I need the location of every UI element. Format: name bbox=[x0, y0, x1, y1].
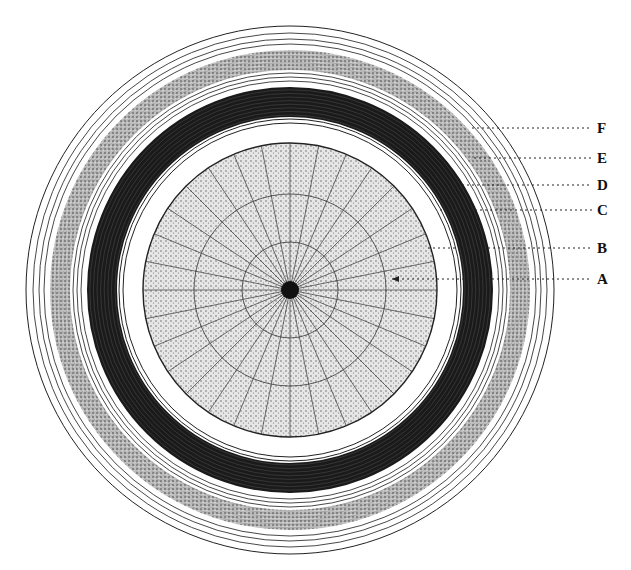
radial-line bbox=[290, 290, 394, 394]
radial-line bbox=[290, 290, 291, 437]
callout-letter: D bbox=[596, 178, 609, 193]
outer-ring bbox=[26, 26, 554, 554]
band-line bbox=[115, 115, 465, 465]
band-line bbox=[111, 111, 468, 468]
inner-sphere bbox=[143, 143, 437, 437]
leader-line bbox=[474, 158, 592, 159]
radial-line bbox=[290, 168, 372, 290]
radial-line bbox=[290, 261, 434, 290]
band-line bbox=[101, 101, 480, 480]
band-line bbox=[62, 62, 518, 518]
grey-band bbox=[60, 60, 520, 520]
radial-line bbox=[290, 234, 426, 290]
callout-letter: F bbox=[596, 121, 607, 136]
band-line bbox=[93, 93, 486, 486]
thin-ring bbox=[119, 119, 461, 461]
radial-line bbox=[290, 290, 412, 372]
radial-line bbox=[208, 290, 290, 412]
leader-line bbox=[462, 185, 592, 186]
thin-ring bbox=[39, 39, 541, 541]
radial-line bbox=[234, 154, 290, 290]
sphere-body bbox=[143, 143, 437, 437]
band-line bbox=[108, 108, 472, 472]
thin-ring bbox=[81, 81, 499, 499]
callout-letter: E bbox=[596, 151, 608, 166]
thin-ring bbox=[33, 33, 547, 547]
band-line bbox=[55, 55, 524, 524]
band-line bbox=[66, 66, 515, 515]
radial-line bbox=[186, 186, 290, 290]
band-line bbox=[69, 69, 511, 511]
leader-arrow bbox=[392, 276, 399, 282]
radial-line bbox=[290, 290, 346, 426]
leader-lines bbox=[392, 128, 592, 282]
callout-letter: C bbox=[596, 203, 609, 218]
leader-line bbox=[472, 128, 592, 129]
band-line bbox=[104, 104, 476, 476]
leader-line bbox=[440, 210, 592, 211]
thin-ring bbox=[44, 44, 536, 536]
radial-line bbox=[290, 154, 346, 290]
radial-line bbox=[154, 290, 290, 346]
core-dot bbox=[281, 281, 299, 299]
thin-ring bbox=[123, 123, 457, 457]
dark-band bbox=[102, 102, 478, 478]
band-line bbox=[52, 52, 528, 528]
radial-line bbox=[261, 146, 290, 290]
concentric-rings bbox=[26, 26, 554, 554]
radial-line bbox=[143, 290, 290, 291]
radial-line bbox=[146, 290, 290, 319]
radial-line bbox=[234, 290, 290, 426]
radial-line bbox=[290, 290, 437, 291]
band-line bbox=[97, 97, 483, 483]
thin-ring bbox=[73, 73, 507, 507]
radial-line bbox=[186, 290, 290, 394]
leader-line bbox=[392, 279, 592, 280]
radial-line bbox=[168, 208, 290, 290]
radial-line bbox=[290, 290, 319, 434]
radial-line bbox=[154, 234, 290, 290]
callout-letter: A bbox=[596, 272, 609, 287]
radial-line bbox=[290, 186, 394, 290]
thin-ring bbox=[77, 77, 503, 503]
radial-line bbox=[290, 143, 291, 290]
band-line bbox=[59, 59, 521, 521]
band-line bbox=[90, 90, 490, 490]
callout-letter: B bbox=[596, 241, 608, 256]
radial-line bbox=[290, 290, 426, 346]
leader-line bbox=[428, 248, 592, 249]
